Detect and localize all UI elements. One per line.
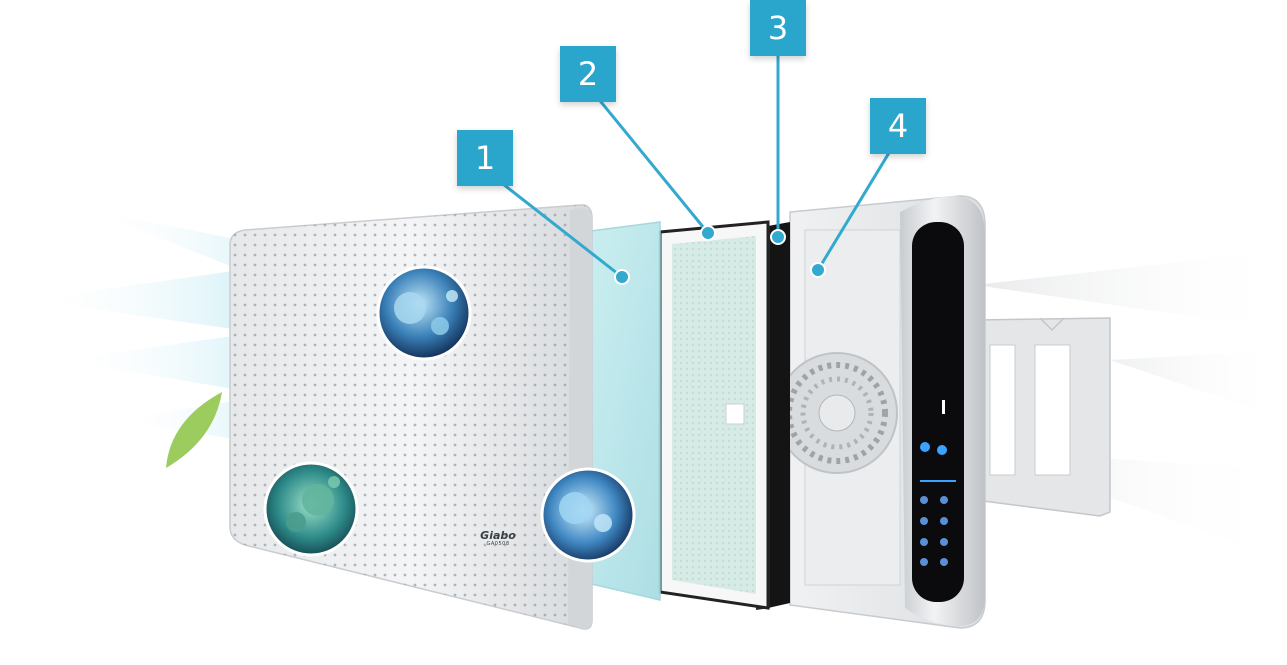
brand-name: Giabo [480, 529, 516, 542]
back-bracket [974, 317, 1111, 517]
front-panel [229, 204, 593, 630]
brand-model: GA0508 [486, 541, 510, 547]
brand-logo: Giabo GA0508 [478, 530, 518, 547]
main-unit-body [776, 195, 986, 629]
leaf-icon [166, 392, 222, 468]
mold-spore-icon [540, 467, 636, 563]
callout-dots [614, 225, 826, 285]
callout-leaders [484, 40, 900, 279]
callout-badge-3: 3 [750, 0, 806, 56]
callout-badge-2: 2 [560, 46, 616, 102]
hepa-filter [658, 220, 770, 610]
airflow-left [30, 210, 240, 440]
virus-icon [263, 461, 359, 557]
bacteria-icon [376, 265, 472, 361]
callout-badge-4: 4 [870, 98, 926, 154]
callout-badge-1: 1 [457, 130, 513, 186]
